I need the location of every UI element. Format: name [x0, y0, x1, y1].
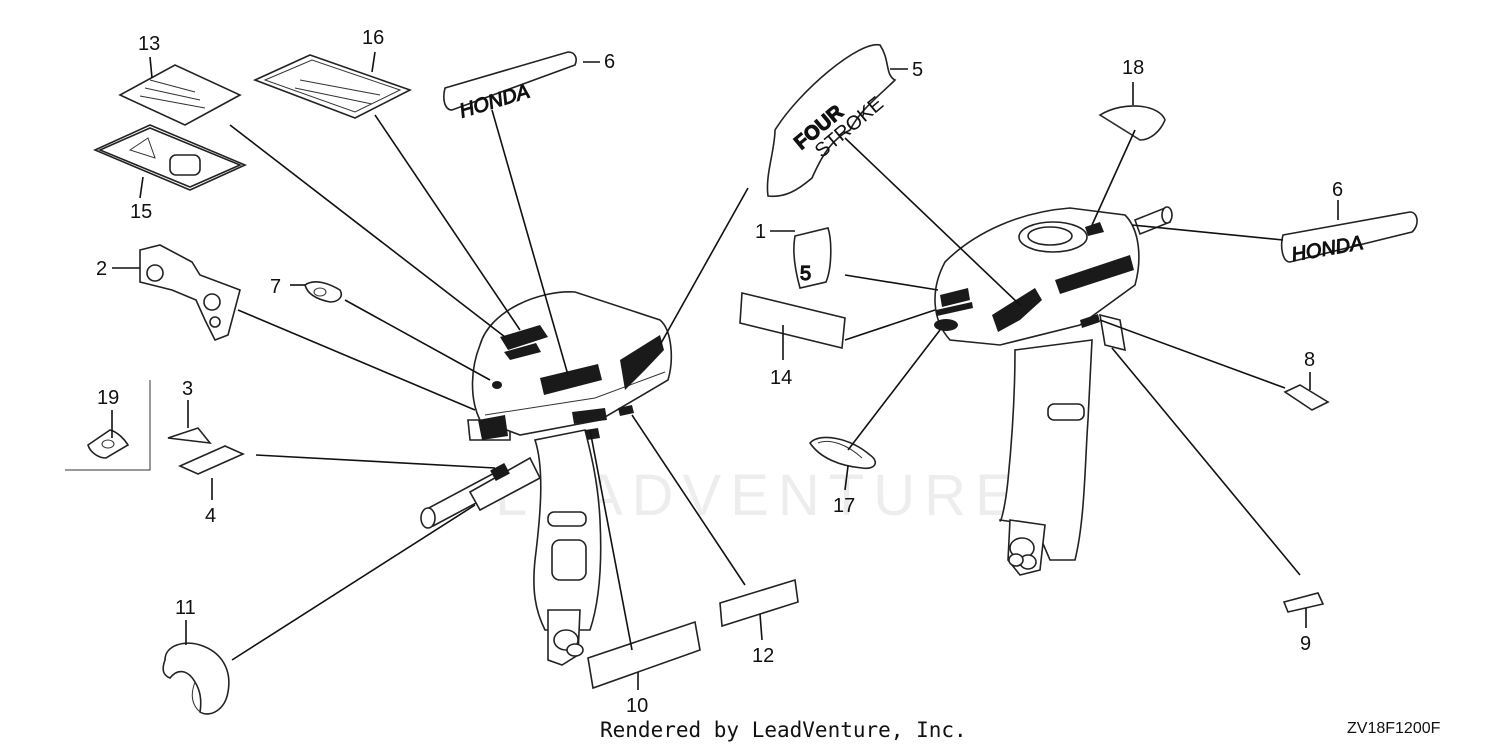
decal-2-cover-seal[interactable] [139, 244, 241, 342]
callout-6-right: 6 [1332, 179, 1343, 201]
decal-3-triangle-label[interactable] [167, 427, 212, 445]
callout-12: 12 [752, 645, 774, 667]
callout-16: 16 [362, 27, 384, 49]
callout-11: 11 [175, 597, 196, 619]
decal-19-small-decal[interactable] [65, 380, 151, 471]
callout-numbers: 13 15 16 6 5 18 6 2 7 1 14 19 3 4 17 8 9… [96, 27, 1343, 717]
callout-1: 1 [755, 221, 766, 243]
callout-19: 19 [97, 387, 119, 409]
callout-7: 7 [270, 276, 281, 298]
model-badge-text: 5 [800, 263, 811, 285]
decal-6-honda-mark-right[interactable]: HONDA [1280, 211, 1418, 267]
footer-credit: Rendered by LeadVenture, Inc. [600, 718, 967, 742]
right-outboard-motor [934, 206, 1173, 576]
decal-6-honda-mark-left[interactable]: HONDA [443, 51, 577, 123]
decal-14-stripe[interactable] [739, 291, 846, 349]
decal-7-small-emblem[interactable] [304, 281, 343, 303]
decal-8-small-label[interactable] [1283, 384, 1330, 411]
callout-9: 9 [1300, 633, 1311, 655]
callout-10: 10 [626, 695, 648, 717]
callout-13: 13 [138, 33, 160, 55]
callout-14: 14 [770, 367, 792, 389]
callout-18: 18 [1122, 57, 1144, 79]
decal-15-warning-label[interactable] [93, 124, 247, 191]
decal-13-caution-label[interactable] [118, 64, 242, 126]
decal-5-four-stroke-mark[interactable]: FOUR STROKE [766, 43, 897, 198]
decal-16-info-label[interactable] [252, 54, 413, 119]
decal-18-cap-mark[interactable] [1098, 105, 1166, 141]
decal-17-oval-emblem[interactable] [808, 436, 877, 470]
decal-9-small-strip[interactable] [1282, 592, 1325, 613]
callout-5: 5 [912, 59, 923, 81]
left-outboard-motor [420, 291, 673, 666]
decal-11-grip-tape[interactable] [162, 642, 230, 715]
decal-4-rectangle-label[interactable] [178, 445, 245, 475]
decal-12-strip[interactable] [719, 578, 799, 628]
callout-2: 2 [96, 258, 107, 280]
decal-10-long-strip[interactable] [587, 620, 701, 690]
callout-6-left: 6 [604, 51, 615, 73]
callout-3: 3 [182, 378, 193, 400]
callout-4: 4 [205, 505, 216, 527]
callout-8: 8 [1304, 349, 1315, 371]
leader-lines [111, 51, 1339, 690]
callout-15: 15 [130, 201, 152, 223]
callout-17: 17 [833, 495, 855, 517]
decal-1-model-badge[interactable]: 5 [793, 227, 832, 289]
diagram-code: ZV18F1200F [1347, 720, 1441, 737]
